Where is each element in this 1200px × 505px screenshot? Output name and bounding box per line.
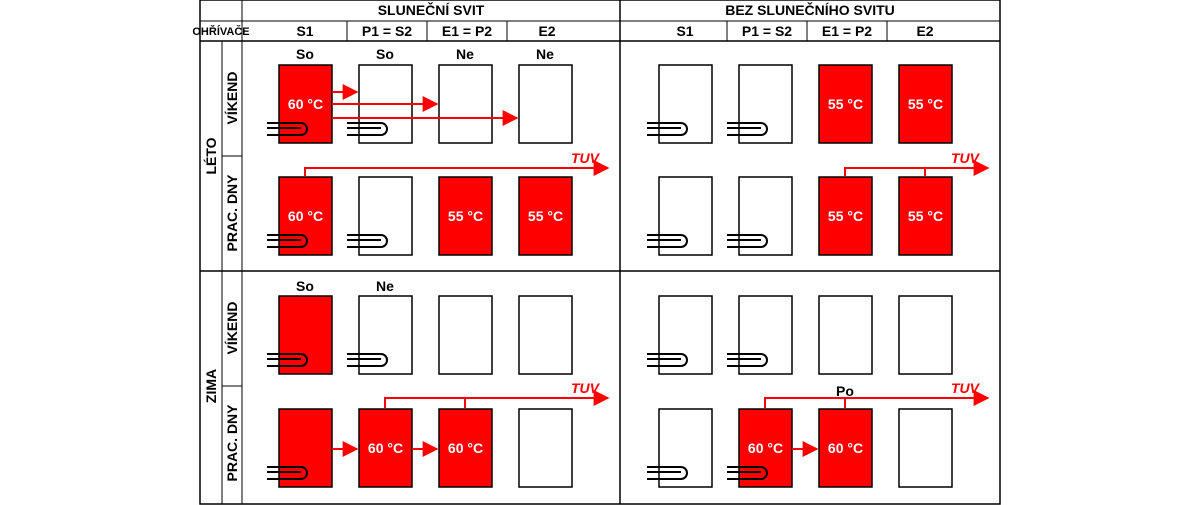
heating-coil-icon — [727, 353, 768, 367]
heating-coil-icon — [267, 234, 308, 248]
col-p1-nosun: P1 = S2 — [742, 23, 792, 39]
heater-tank — [658, 295, 713, 375]
tuv-arrow — [764, 390, 990, 408]
heating-coil-icon — [267, 122, 308, 136]
tank-temperature: 55 °C — [908, 96, 943, 112]
heater-tank — [818, 64, 873, 144]
heater-tank — [278, 176, 333, 256]
col-s1-nosun: S1 — [676, 23, 693, 39]
heater-tank — [518, 64, 573, 144]
heater-tank — [518, 176, 573, 256]
heater-tank — [438, 176, 493, 256]
heater-tank — [438, 64, 493, 144]
heating-coil-icon — [647, 466, 688, 480]
heater-tank — [898, 408, 953, 488]
heater-tank — [818, 408, 873, 488]
tank-temperature: 60 °C — [288, 96, 323, 112]
heater-tank — [278, 295, 333, 375]
heater-tank — [658, 176, 713, 256]
heating-coil-icon — [347, 353, 388, 367]
tank-temperature: 60 °C — [828, 440, 863, 456]
heater-tank — [898, 176, 953, 256]
heater-tank — [658, 64, 713, 144]
day-label: Ne — [376, 278, 394, 294]
heater-tank — [658, 408, 713, 488]
daytype-summer-weekend: VÍKEND — [224, 72, 240, 125]
day-label: Ne — [536, 46, 554, 62]
header-heaters: OHŘÍVAČE — [192, 25, 249, 38]
heating-coil-icon — [267, 466, 308, 480]
heating-coil-icon — [647, 234, 688, 248]
heater-tank — [358, 408, 413, 488]
tank-temperature: 60 °C — [368, 440, 403, 456]
heater-tank — [818, 176, 873, 256]
tuv-arrow — [844, 160, 990, 176]
heating-coil-icon — [727, 466, 768, 480]
flow-arrows — [304, 84, 990, 457]
tuv-arrow — [384, 390, 610, 408]
col-e2-nosun: E2 — [916, 23, 933, 39]
heater-tank — [518, 295, 573, 375]
tank-temperature: 55 °C — [828, 96, 863, 112]
heater-tank — [358, 295, 413, 375]
heater-tank — [278, 408, 333, 488]
col-e2-sun: E2 — [538, 23, 555, 39]
heating-coil-icon — [727, 234, 768, 248]
heating-coil-icon — [647, 122, 688, 136]
col-p1-sun: P1 = S2 — [362, 23, 412, 39]
tuv-label: TUV — [571, 380, 601, 396]
heater-tank — [278, 64, 333, 144]
tank-temperature: 55 °C — [448, 208, 483, 224]
col-e1-nosun: E1 = P2 — [822, 23, 872, 39]
heater-tank — [738, 64, 793, 144]
season-winter: ZIMA — [203, 369, 219, 403]
day-label: Po — [836, 383, 854, 399]
tank-temperature: 55 °C — [528, 208, 563, 224]
tanks: 60 °C 60 °C 55 °C 55 °C 55 °C 55 °C 55 °C 55 °C… — [267, 64, 953, 488]
heater-tank — [738, 295, 793, 375]
day-label: So — [376, 46, 394, 62]
col-e1-sun: E1 = P2 — [442, 23, 492, 39]
tank-temperature: 55 °C — [828, 208, 863, 224]
grid — [199, 0, 1001, 505]
heating-coil-icon — [347, 234, 388, 248]
heating-coil-icon — [647, 353, 688, 367]
heater-tank — [518, 408, 573, 488]
tank-temperature: 60 °C — [448, 440, 483, 456]
header-nosun: BEZ SLUNEČNÍHO SVITU — [725, 1, 895, 18]
heater-tank — [438, 295, 493, 375]
heater-tank — [818, 295, 873, 375]
heating-coil-icon — [267, 353, 308, 367]
season-summer: LÉTO — [203, 137, 219, 174]
heating-coil-icon — [347, 122, 388, 136]
tuv-label: TUV — [951, 150, 981, 166]
header-sun: SLUNEČNÍ SVIT — [378, 1, 485, 18]
tank-temperature: 55 °C — [908, 208, 943, 224]
tank-temperature: 60 °C — [288, 208, 323, 224]
heating-coil-icon — [727, 122, 768, 136]
col-s1-sun: S1 — [296, 23, 313, 39]
daytype-summer-workdays: PRAC. DNY — [224, 174, 240, 252]
day-label: So — [296, 46, 314, 62]
daytype-winter-weekend: VÍKEND — [224, 302, 240, 355]
heater-tank — [898, 295, 953, 375]
day-label: So — [296, 278, 314, 294]
heater-tank — [438, 408, 493, 488]
day-label: Ne — [456, 46, 474, 62]
tank-temperature: 60 °C — [748, 440, 783, 456]
tuv-label: TUV — [571, 150, 601, 166]
tuv-arrow — [304, 160, 610, 176]
tuv-label: TUV — [951, 380, 981, 396]
heater-tank — [738, 176, 793, 256]
heater-tank — [358, 176, 413, 256]
daytype-winter-workdays: PRAC. DNY — [224, 404, 240, 482]
heater-tank — [898, 64, 953, 144]
